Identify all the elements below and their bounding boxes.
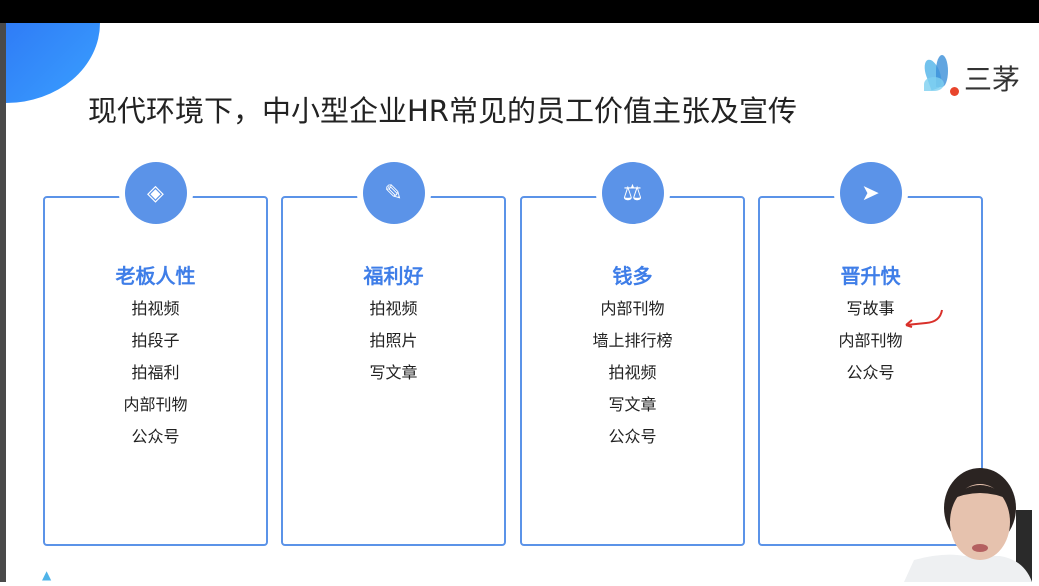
value-card: ✎ 福利好拍视频拍照片写文章 bbox=[281, 162, 506, 546]
card-item: 公众号 bbox=[846, 363, 895, 382]
card-item: 拍视频 bbox=[608, 363, 657, 382]
slide-title: 现代环境下，中小型企业HR常见的员工价值主张及宣传 bbox=[88, 94, 797, 128]
card-title: 钱多 bbox=[612, 264, 653, 288]
card-item: 拍视频 bbox=[369, 299, 418, 318]
value-card: ➤ 晋升快写故事内部刊物公众号 bbox=[758, 162, 983, 546]
left-border bbox=[0, 23, 6, 582]
card-item: 写文章 bbox=[369, 363, 418, 382]
footer-logo-fragment: ▲ bbox=[42, 568, 52, 582]
red-annotation-arrow bbox=[905, 309, 943, 328]
document-edit-icon: ✎ bbox=[362, 162, 425, 224]
top-black-bar bbox=[0, 0, 1039, 23]
paper-plane-icon: ➤ bbox=[839, 162, 902, 224]
card-title: 老板人性 bbox=[115, 264, 196, 288]
card-item: 公众号 bbox=[131, 427, 180, 446]
card-item: 公众号 bbox=[608, 427, 657, 446]
logo-text: 三茅 bbox=[964, 63, 1021, 96]
card-item: 拍段子 bbox=[131, 331, 180, 350]
card-item: 内部刊物 bbox=[838, 331, 903, 350]
value-card: ⚖ 钱多内部刊物墙上排行榜拍视频写文章公众号 bbox=[520, 162, 745, 546]
dragonfly-logo-icon bbox=[921, 55, 962, 101]
card-item: 写故事 bbox=[846, 299, 895, 318]
presenter-webcam bbox=[904, 460, 1032, 582]
card-title: 晋升快 bbox=[840, 264, 901, 288]
card-item: 写文章 bbox=[608, 395, 657, 414]
card-item: 拍福利 bbox=[131, 363, 180, 382]
card-item: 内部刊物 bbox=[123, 395, 188, 414]
card-item: 内部刊物 bbox=[600, 299, 665, 318]
value-card: ◈ 老板人性拍视频拍段子拍福利内部刊物公众号 bbox=[43, 162, 268, 546]
scale-icon: ⚖ bbox=[601, 162, 664, 224]
decorative-blue-corner bbox=[6, 23, 100, 103]
layers-icon: ◈ bbox=[124, 162, 187, 224]
card-item: 拍照片 bbox=[369, 331, 418, 350]
card-item: 拍视频 bbox=[131, 299, 180, 318]
card-title: 福利好 bbox=[363, 264, 424, 288]
brand-logo: 三茅 bbox=[921, 55, 1021, 101]
card-item: 墙上排行榜 bbox=[592, 331, 673, 350]
